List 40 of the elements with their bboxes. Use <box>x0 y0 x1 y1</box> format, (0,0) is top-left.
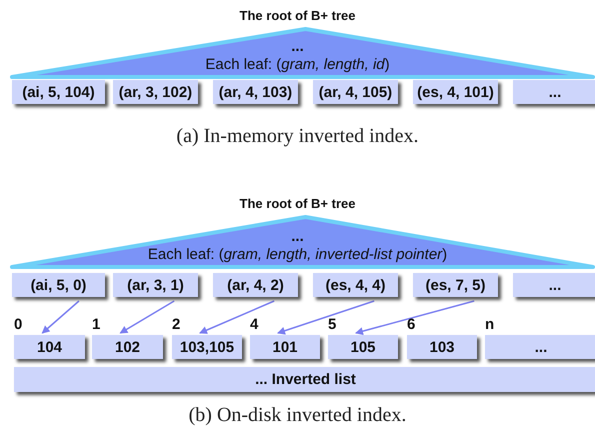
posting-box: 102 <box>92 335 163 359</box>
leaf-format-text: Each leaf: (gram, length, inverted-list pointer) <box>148 246 448 263</box>
offset-number: n <box>485 316 494 333</box>
leaf-box: (ar, 3, 1) <box>113 273 198 297</box>
tree-title: The root of B+ tree <box>240 8 356 23</box>
arrow <box>42 300 80 334</box>
offset-number: 4 <box>250 316 258 333</box>
offset-number: 5 <box>328 316 336 333</box>
offset-number: 0 <box>14 316 22 333</box>
arrow <box>355 300 474 336</box>
leaf-box: (ar, 4, 103) <box>213 80 298 104</box>
offset-number: 6 <box>407 316 416 333</box>
leaf-format-text: Each leaf: (gram, length, id) <box>205 56 390 73</box>
arrow <box>277 300 374 335</box>
figure-caption: (a) In-memory inverted index. <box>176 125 419 147</box>
arrow <box>120 300 175 334</box>
leaf-box: (ar, 4, 2) <box>213 273 298 297</box>
inverted-list-bar: ... Inverted list <box>14 367 595 392</box>
leaf-box: (es, 7, 5) <box>413 273 498 297</box>
posting-box: ... <box>485 335 595 359</box>
offset-number: 1 <box>92 316 100 333</box>
posting-box: 104 <box>14 335 85 359</box>
leaf-box: (ar, 4, 105) <box>313 80 398 104</box>
leaf-box: ... <box>513 273 595 297</box>
offset-number: 2 <box>172 316 180 333</box>
ellipsis-text: ... <box>291 38 304 55</box>
posting-box: 105 <box>328 335 398 359</box>
leaf-box: (ai, 5, 104) <box>12 80 105 104</box>
posting-box: 103,105 <box>172 335 242 359</box>
leaf-box: (ar, 3, 102) <box>113 80 198 104</box>
figure-caption: (b) On-disk inverted index. <box>188 404 406 426</box>
posting-box: 103 <box>407 335 477 359</box>
leaf-box: (es, 4, 4) <box>313 273 398 297</box>
ellipsis-text: ... <box>291 228 304 245</box>
tree-title: The root of B+ tree <box>240 196 356 211</box>
arrow <box>199 300 274 334</box>
leaf-box: (es, 4, 101) <box>413 80 498 104</box>
leaf-box: (ai, 5, 0) <box>12 273 105 297</box>
posting-box: 101 <box>250 335 320 359</box>
leaf-box: ... <box>513 80 595 104</box>
